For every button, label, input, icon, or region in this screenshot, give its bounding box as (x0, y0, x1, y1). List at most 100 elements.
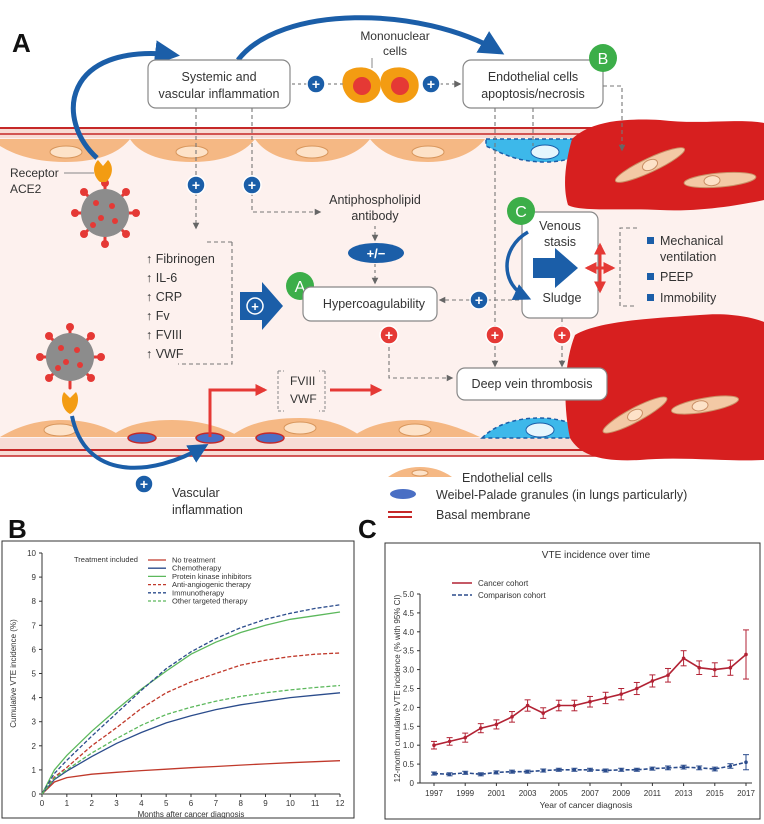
data-point (697, 665, 701, 670)
data-point (713, 667, 717, 672)
systemic-inflammation-line1: Systemic and (181, 70, 256, 84)
svg-text:+: + (475, 292, 483, 308)
data-point (432, 743, 436, 747)
y-tick-label: 2.5 (403, 685, 415, 694)
legend-label: Immunotherapy (172, 588, 224, 597)
hypercoagulability-box (302, 286, 438, 322)
chart-title: VTE incidence over time (542, 550, 651, 561)
endothelial-cell-row-top (0, 139, 485, 162)
panel-b-frame (1, 540, 355, 819)
bullet-icon (647, 273, 654, 280)
antiphospholipid-line1: Antiphospholipid (329, 193, 421, 207)
data-point (510, 715, 514, 719)
x-tick-label: 2017 (737, 789, 755, 798)
venous-stasis-line1: Venous (539, 219, 581, 233)
mononuclear-label-line1: Mononuclear (360, 29, 429, 43)
y-tick-label: 0 (410, 779, 415, 788)
fviii-label: FVIII (290, 374, 315, 388)
data-point (697, 766, 701, 770)
data-point (463, 735, 468, 740)
legend-label: Anti-angiogenic therapy (172, 580, 251, 589)
data-point (635, 686, 639, 691)
x-tick-label: 1999 (456, 789, 474, 798)
legend-label: No treatment (172, 556, 216, 565)
svg-text:+: + (140, 476, 148, 492)
y-tick-label: 10 (27, 549, 36, 558)
virus-bottom (36, 323, 105, 414)
marker-item: ↑ CRP (146, 290, 182, 304)
data-point (479, 772, 483, 777)
x-tick-label: 0 (40, 799, 45, 808)
marker-item: ↑ Fv (146, 309, 170, 323)
data-point (650, 766, 655, 771)
causes-list: Mechanical ventilation PEEP Immobility (647, 234, 723, 305)
x-tick-label: 2003 (519, 789, 537, 798)
data-point (463, 770, 468, 775)
panel-a-legend: Endothelial cells Weibel-Palade granules… (388, 467, 687, 522)
vascular-inflammation-line2: inflammation (172, 503, 243, 517)
endothelial-apoptosis-line2: apoptosis/necrosis (481, 87, 585, 101)
x-tick-label: 2011 (644, 789, 662, 798)
data-point (681, 765, 686, 769)
svg-text:+: + (248, 177, 256, 193)
thrombus-bottom (565, 314, 764, 461)
marker-item: ↑ Fibrinogen (146, 252, 215, 266)
svg-text:+: + (385, 327, 393, 343)
release-arrow (208, 384, 268, 437)
bullet-icon (647, 294, 654, 301)
blue-block-arrow-to-hypercoagulability: + (240, 282, 283, 330)
x-tick-label: 3 (114, 799, 119, 808)
y-axis-label: Cumulative VTE incidence (%) (9, 619, 18, 728)
x-tick-label: 2007 (581, 789, 599, 798)
ace2-receptor-top (94, 160, 112, 182)
receptor-label-line1: Receptor (10, 166, 59, 180)
weibel-palade-granules (127, 432, 285, 444)
mononuclear-cells-icon (342, 67, 419, 103)
data-point (541, 711, 545, 715)
marker-item: ↑ FVIII (146, 328, 182, 342)
y-tick-label: 2 (32, 742, 37, 751)
x-tick-label: 9 (263, 799, 268, 808)
y-tick-label: 0.5 (403, 760, 415, 769)
data-point (666, 766, 670, 770)
marker-item: ↑ IL-6 (146, 271, 177, 285)
dvt-label: Deep vein thrombosis (472, 377, 593, 391)
data-point (603, 696, 608, 700)
arrow-inflammation-to-endothelial (236, 15, 505, 62)
y-axis-label: 12-month cumulative VTE incidence (% wit… (393, 594, 402, 782)
data-point (447, 739, 452, 744)
red-cross-arrows (584, 242, 616, 294)
x-tick-label: 1 (65, 799, 70, 808)
legend-title: Treatment included (74, 555, 138, 564)
plus-minus-badge (348, 243, 404, 263)
bracket-right (319, 370, 326, 412)
y-tick-label: 6 (32, 645, 37, 654)
legend-basal: Basal membrane (436, 508, 531, 522)
svg-text:+: + (312, 76, 320, 92)
legend-label: Chemotherapy (172, 564, 221, 573)
venous-stasis-line2: stasis (544, 235, 576, 249)
svg-text:+: + (251, 299, 259, 314)
data-point (728, 665, 733, 670)
data-point (635, 767, 639, 772)
plus-circle-icons: + + + + + + + + + (134, 74, 572, 494)
data-point (525, 703, 530, 708)
hypercoagulability-label: Hypercoagulability (323, 297, 426, 311)
cause-item: Mechanical (660, 234, 723, 248)
data-point (494, 770, 499, 775)
data-point (728, 764, 733, 768)
y-tick-label: 3.5 (403, 647, 415, 656)
data-point (619, 692, 623, 696)
panel-a: A (0, 15, 764, 522)
arrow-virus-to-inflammation (70, 40, 180, 160)
x-axis-label: Months after cancer diagnosis (138, 810, 245, 819)
x-tick-label: 8 (238, 799, 243, 808)
panel-c: C VTE incidence over time00.51.01.52.02.… (358, 514, 761, 820)
sludge-label: Sludge (543, 291, 582, 305)
x-tick-label: 7 (214, 799, 219, 808)
cause-item-continued: ventilation (660, 250, 716, 264)
thrombus-top (565, 119, 764, 211)
y-tick-label: 4 (32, 694, 37, 703)
